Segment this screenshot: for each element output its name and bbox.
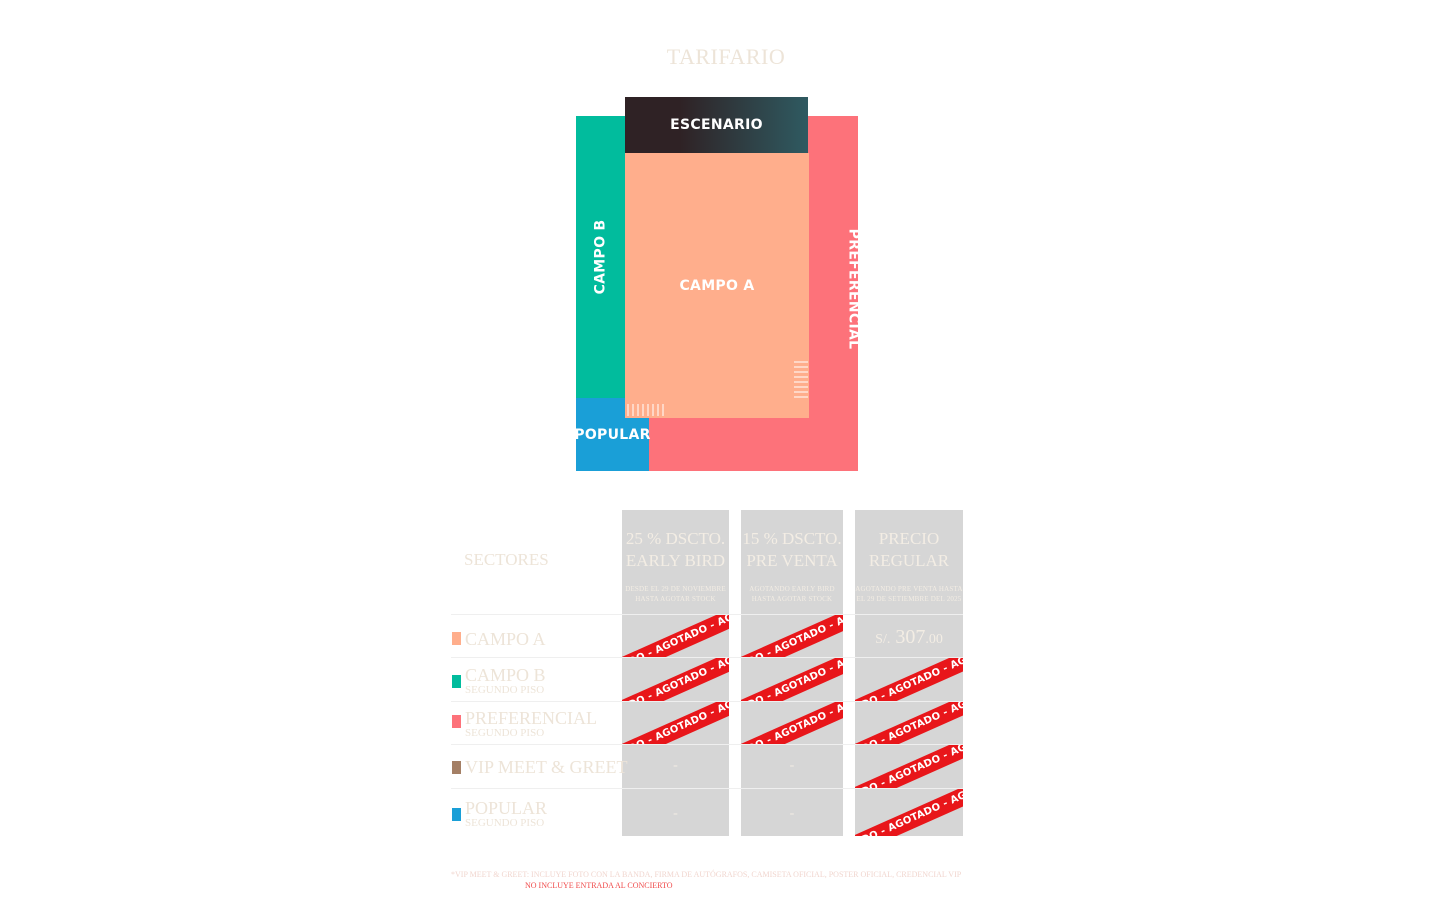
row-label-vip: VIP MEET & GREET [465, 758, 628, 776]
price-cell-empty: - [673, 806, 678, 821]
column-subtitle-pre-venta: AGOTANDO EARLY BIRD HASTA AGOTAR STOCK [741, 584, 843, 604]
price-cell-empty: - [789, 758, 795, 773]
price-cell: S/. 307.00 [855, 626, 963, 649]
zone-campo-a[interactable]: CAMPO A [625, 153, 809, 418]
price-cell-empty: - [673, 758, 678, 773]
stage-label: ESCENARIO [670, 117, 763, 133]
column-subtitle-line: AGOTANDO EARLY BIRD [749, 585, 835, 593]
price-cents: .00 [925, 632, 943, 647]
sold-out-ribbon: TADO - AGOTADO - AGOT [741, 702, 843, 744]
column-title-line: PRE VENTA [746, 551, 838, 570]
price-cell-empty: - [789, 806, 795, 821]
column-title-line: REGULAR [868, 551, 950, 570]
sector-name: CAMPO B [465, 665, 546, 685]
column-header-precio-regular: PRECIO REGULAR [855, 528, 963, 572]
zone-campo-b[interactable]: CAMPO B [576, 116, 625, 398]
sold-out-ribbon: TADO - AGOTADO - AGOT [622, 615, 729, 657]
row-divider [451, 614, 963, 615]
column-title-line: 15 % DSCTO. [742, 529, 842, 548]
venue-map: CAMPO B PREFERENCIAL POPULAR ESCENARIO C… [574, 97, 862, 471]
zone-preferencial-label: PREFERENCIAL [845, 228, 862, 350]
sold-out-ribbon: TADO - AGOTADO - AGOT [855, 702, 963, 744]
price-cell-sold-out: TADO - AGOTADO - AGOT [855, 702, 963, 744]
page-title: TARIFARIO [666, 44, 786, 69]
column-title-line: PRECIO [878, 529, 940, 548]
zone-preferencial[interactable]: PREFERENCIAL [808, 116, 862, 471]
color-swatch-vip [452, 761, 461, 774]
color-swatch-campo-b [452, 675, 461, 688]
stairs-marker [794, 360, 808, 398]
price-cell-sold-out: TADO - AGOTADO - AGOT [622, 615, 729, 657]
column-header-early-bird: 25 % DSCTO. EARLY BIRD [622, 528, 729, 572]
sector-name: PREFERENCIAL [465, 708, 598, 728]
zone-campo-b-label: CAMPO B [592, 219, 609, 295]
price-currency: S/. [875, 632, 891, 647]
zone-preferencial-bottom[interactable] [649, 418, 858, 471]
price-cell-sold-out: TADO - AGOTADO - AGOT [855, 789, 963, 836]
price-cell-sold-out: TADO - AGOTADO - AGOT [622, 702, 729, 744]
row-divider [451, 744, 963, 745]
sold-out-ribbon: TADO - AGOTADO - AGOT [855, 789, 963, 836]
color-swatch-popular [452, 808, 461, 821]
price-cell-sold-out: TADO - AGOTADO - AGOT [741, 702, 843, 744]
zone-popular-label: POPULAR [574, 426, 651, 443]
row-label-popular: POPULAR SEGUNDO PISO [465, 799, 547, 829]
sold-out-ribbon: TADO - AGOTADO - AGOT [855, 745, 963, 788]
column-subtitle-line: HASTA AGOTAR STOCK [751, 595, 833, 603]
column-subtitle-line: AGOTANDO PRE VENTA HASTA [855, 585, 963, 593]
sold-out-ribbon: TADO - AGOTADO - AGOT [622, 702, 729, 744]
column-subtitle-line: DESDE EL 29 DE NOVIEMBRE [625, 585, 726, 593]
footnote: *VIP MEET & GREET: INCLUYE FOTO CON LA B… [451, 870, 962, 879]
row-label-campo-b: CAMPO B SEGUNDO PISO [465, 666, 546, 696]
sold-out-ribbon: TADO - AGOTADO - AGOT [741, 658, 843, 701]
sector-name: CAMPO A [465, 629, 546, 649]
price-cell-sold-out: TADO - AGOTADO - AGOT [741, 658, 843, 701]
column-subtitle-early-bird: DESDE EL 29 DE NOVIEMBRE HASTA AGOTAR ST… [622, 584, 729, 604]
sold-out-ribbon: TADO - AGOTADO - AGOT [855, 658, 963, 701]
row-divider [451, 657, 963, 658]
sector-name: VIP MEET & GREET [465, 757, 628, 777]
stairs-marker [627, 404, 667, 416]
price-amount: 307 [895, 626, 926, 648]
column-header-pre-venta: 15 % DSCTO. PRE VENTA [741, 528, 843, 572]
price-cell-sold-out: TADO - AGOTADO - AGOT [855, 745, 963, 788]
sectores-header: SECTORES [464, 550, 549, 569]
column-subtitle-precio-regular: AGOTANDO PRE VENTA HASTA EL 29 DE SETIEM… [855, 584, 963, 604]
sector-subtitle: SEGUNDO PISO [465, 817, 545, 829]
footnote-warning: NO INCLUYE ENTRADA AL CONCIERTO [525, 881, 673, 890]
column-title-line: EARLY BIRD [625, 551, 726, 570]
row-divider [451, 701, 963, 702]
zone-campo-a-label: CAMPO A [679, 277, 755, 294]
sold-out-ribbon: TADO - AGOTADO - AGOT [741, 615, 843, 657]
stage: ESCENARIO [625, 97, 808, 153]
row-label-campo-a: CAMPO A [465, 630, 546, 648]
price-cell-sold-out: TADO - AGOTADO - AGOT [855, 658, 963, 701]
row-divider [451, 788, 963, 789]
price-cell-sold-out: TADO - AGOTADO - AGOT [622, 658, 729, 701]
sector-subtitle: SEGUNDO PISO [465, 727, 545, 739]
row-label-preferencial: PREFERENCIAL SEGUNDO PISO [465, 709, 597, 739]
color-swatch-preferencial [452, 715, 461, 728]
column-subtitle-line: EL 29 DE SETIEMBRE DEL 2025 [856, 595, 962, 603]
column-title-line: 25 % DSCTO. [625, 529, 726, 548]
sold-out-ribbon: TADO - AGOTADO - AGOT [622, 658, 729, 701]
price-cell-sold-out: TADO - AGOTADO - AGOT [741, 615, 843, 657]
column-subtitle-line: HASTA AGOTAR STOCK [635, 595, 716, 603]
color-swatch-campo-a [452, 632, 461, 645]
sector-name: POPULAR [465, 798, 548, 818]
sector-subtitle: SEGUNDO PISO [465, 684, 545, 696]
